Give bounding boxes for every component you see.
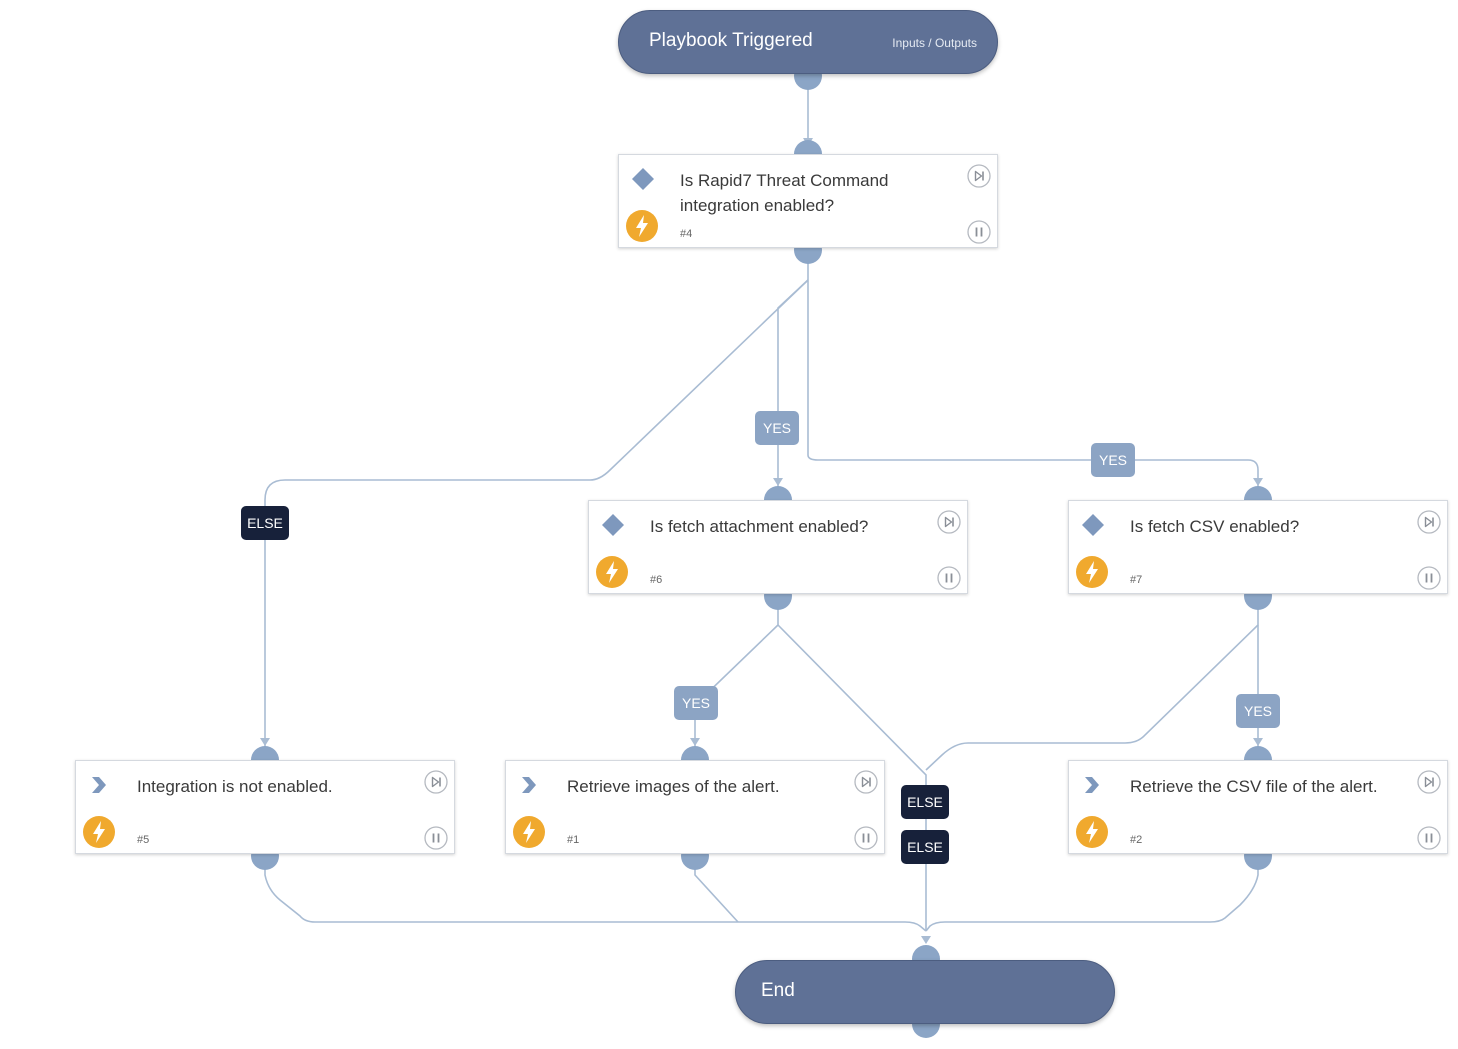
pause-icon[interactable] — [967, 220, 991, 244]
task-title: Is fetch CSV enabled? — [1130, 517, 1300, 536]
skip-icon[interactable] — [424, 770, 448, 794]
lightning-bolt-icon — [513, 816, 545, 848]
task-card-7[interactable]: Is fetch CSV enabled? #7 — [1068, 500, 1448, 594]
playbook-triggered-node[interactable]: Playbook Triggered Inputs / Outputs — [618, 10, 998, 74]
diamond-icon — [632, 168, 654, 190]
task-title: Is Rapid7 Threat Command integration ena… — [680, 171, 889, 215]
lightning-bolt-icon — [596, 556, 628, 588]
task-title: Is fetch attachment enabled? — [650, 517, 869, 536]
task-number: #7 — [1130, 574, 1143, 586]
lightning-bolt-icon — [83, 816, 115, 848]
chevron-right-icon — [1085, 777, 1099, 793]
else-label[interactable]: ELSE — [241, 506, 289, 540]
yes-label[interactable]: YES — [1091, 443, 1135, 477]
skip-icon[interactable] — [1417, 770, 1441, 794]
chevron-right-icon — [92, 777, 106, 793]
skip-icon[interactable] — [937, 510, 961, 534]
task-card-6[interactable]: Is fetch attachment enabled? #6 — [588, 500, 968, 594]
chevron-right-icon — [522, 777, 536, 793]
task-number: #4 — [680, 228, 693, 240]
pause-icon[interactable] — [854, 826, 878, 850]
lightning-bolt-icon — [1076, 816, 1108, 848]
pause-icon[interactable] — [937, 566, 961, 590]
task-number: #2 — [1130, 834, 1143, 846]
pause-icon[interactable] — [1417, 826, 1441, 850]
task-title: Retrieve the CSV file of the alert. — [1130, 777, 1378, 796]
diamond-icon — [1082, 514, 1104, 536]
task-title: Integration is not enabled. — [137, 777, 333, 796]
inputs-outputs-link[interactable]: Inputs / Outputs — [892, 36, 977, 50]
skip-icon[interactable] — [854, 770, 878, 794]
task-card-5[interactable]: Integration is not enabled. #5 — [75, 760, 455, 854]
lightning-bolt-icon — [626, 210, 658, 242]
lightning-bolt-icon — [1076, 556, 1108, 588]
else-label[interactable]: ELSE — [901, 830, 949, 864]
start-node-title: Playbook Triggered — [649, 30, 813, 51]
end-node-title: End — [761, 980, 795, 1001]
yes-label[interactable]: YES — [1236, 694, 1280, 728]
task-title: Retrieve images of the alert. — [567, 777, 780, 796]
task-number: #5 — [137, 834, 150, 846]
skip-icon[interactable] — [967, 164, 991, 188]
skip-icon[interactable] — [1417, 510, 1441, 534]
task-card-2[interactable]: Retrieve the CSV file of the alert. #2 — [1068, 760, 1448, 854]
pause-icon[interactable] — [424, 826, 448, 850]
else-label[interactable]: ELSE — [901, 785, 949, 819]
task-card-1[interactable]: Retrieve images of the alert. #1 — [505, 760, 885, 854]
yes-label[interactable]: YES — [674, 686, 718, 720]
diamond-icon — [602, 514, 624, 536]
task-card-4[interactable]: Is Rapid7 Threat Command integration ena… — [618, 154, 998, 248]
task-number: #6 — [650, 574, 663, 586]
task-number: #1 — [567, 834, 580, 846]
pause-icon[interactable] — [1417, 566, 1441, 590]
end-node[interactable]: End — [735, 960, 1115, 1024]
yes-label[interactable]: YES — [755, 411, 799, 445]
